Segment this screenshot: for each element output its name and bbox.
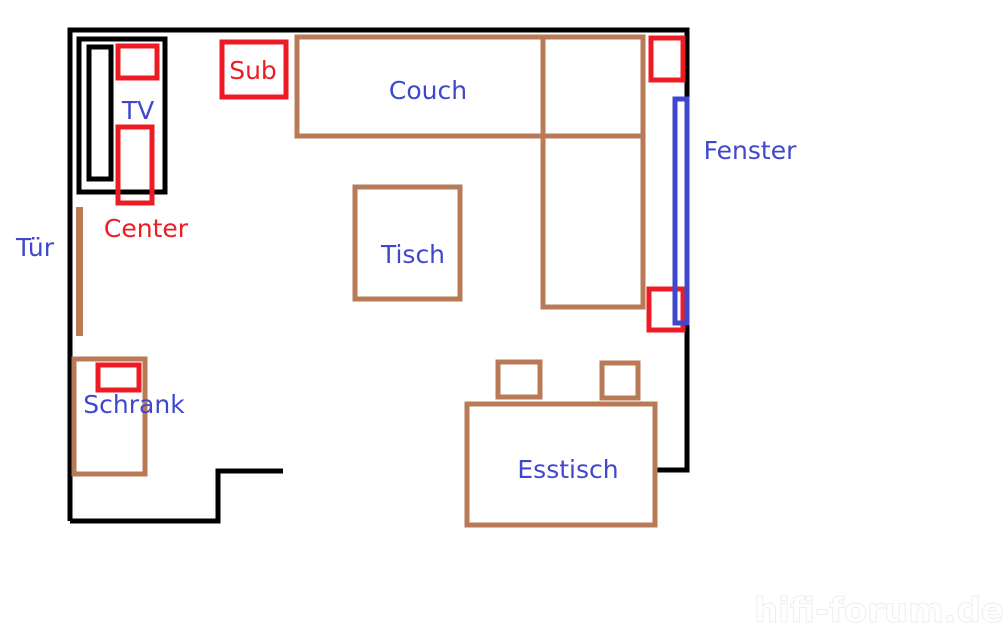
dining-table — [464, 401, 658, 528]
bottom-wall — [70, 468, 283, 524]
speaker-bottom-right — [646, 286, 686, 333]
outer-wall — [67, 27, 690, 521]
speaker-sub — [219, 39, 289, 100]
label-esstisch: Esstisch — [517, 455, 618, 484]
tv-screen — [86, 44, 114, 182]
label-sub: Sub — [229, 56, 277, 85]
speaker-top-right — [648, 35, 686, 83]
couch-corner — [540, 34, 646, 139]
label-tv: TV — [121, 96, 154, 125]
watermark: hifi-forum.de — [754, 591, 1004, 630]
cabinet — [71, 356, 148, 477]
chair-right — [599, 360, 641, 401]
coffee-table — [352, 184, 463, 302]
label-schrank: Schrank — [83, 390, 185, 419]
chair-left — [495, 359, 543, 400]
label-couch: Couch — [389, 76, 467, 105]
window — [672, 96, 690, 326]
walls — [67, 27, 690, 524]
couch-chaise — [540, 133, 646, 310]
speaker-cabinet — [95, 362, 142, 393]
speaker-front — [115, 43, 160, 81]
door — [76, 207, 83, 336]
speaker-center — [115, 124, 155, 206]
tv-cabinet — [76, 36, 168, 195]
label-tuer: Tür — [15, 233, 55, 262]
label-tisch: Tisch — [380, 240, 445, 269]
label-center: Center — [104, 214, 189, 243]
label-fenster: Fenster — [704, 136, 797, 165]
